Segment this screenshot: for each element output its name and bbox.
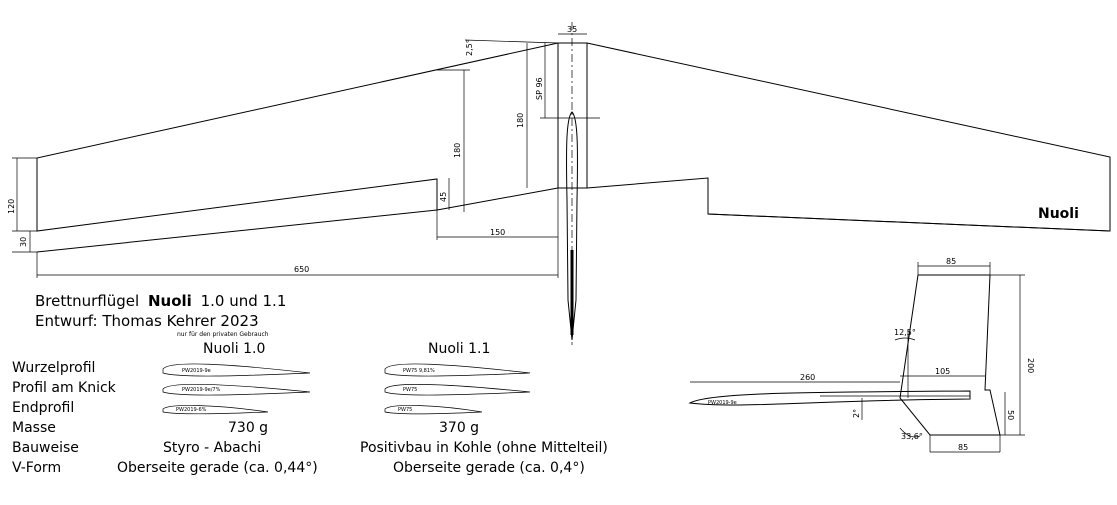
right-wing-outline [586, 42, 1111, 232]
dim-center-width: 35 [567, 25, 577, 34]
title-line1: Brettnurflügel Nuoli 1.0 und 1.1 [35, 292, 286, 310]
fin-profile-label: PW2019-9e [708, 400, 737, 406]
row-label-build: Bauweise [12, 440, 79, 456]
fin-angle-2: 2° [852, 409, 861, 418]
dim-knick-span: 150 [490, 228, 505, 237]
fin-top-width: 85 [946, 257, 956, 266]
airfoil-2-knick [384, 383, 531, 396]
airfoil-1-root-label: PW2019-9e [182, 368, 211, 374]
fin-span-105: 105 [935, 367, 950, 376]
fin-drawing: PW2019-9e 85 200 50 12,5° 260 105 2° 33,… [688, 257, 1035, 453]
dim-sp: SP 96 [535, 77, 544, 100]
dim-sweep-angle: 2,5° [465, 39, 474, 56]
center-section [557, 42, 588, 189]
title-line2: Entwurf: Thomas Kehrer 2023 [35, 312, 259, 330]
airfoil-1-knick-label: PW2019-9e/7% [182, 387, 221, 393]
airfoil-2-end-label: PW75 [398, 407, 412, 413]
dim-sweep-line [464, 39, 559, 44]
airfoil-2-root-label: PW75 9,81% [403, 368, 435, 374]
fin-fuselage [688, 390, 971, 406]
airfoil-2-knick-label: PW75 [403, 387, 417, 393]
dihedral-2: Oberseite gerade (ca. 0,4°) [393, 460, 585, 476]
mass-2: 370 g [439, 420, 479, 436]
fin-angle-bottom-arc [899, 427, 921, 438]
build-2: Positivbau in Kohle (ohne Mittelteil) [360, 440, 608, 456]
dim-tip-chord: 120 [7, 199, 16, 214]
left-trailing-edge [36, 209, 438, 253]
airfoil-1-end [162, 405, 269, 415]
dim-knick-small: 45 [439, 192, 448, 202]
fuselage [566, 111, 578, 341]
dihedral-1: Oberseite gerade (ca. 0,44°) [117, 460, 318, 476]
row-label-knick: Profil am Knick [12, 380, 117, 396]
wing-planform [36, 22, 1111, 345]
wing-label: Nuoli [1038, 206, 1079, 222]
build-1: Styro - Abachi [163, 440, 261, 456]
fin-bottom-width: 85 [958, 443, 968, 452]
airfoil-1-root [162, 363, 311, 377]
left-wing-outline [36, 42, 559, 232]
airfoil-2-root [384, 363, 531, 377]
title-suffix: 1.0 und 1.1 [201, 292, 287, 310]
title-line3: nur für den privaten Gebrauch [177, 331, 269, 338]
row-label-end: Endprofil [12, 400, 74, 416]
dimensions: 35 2,5° SP 96 180 180 45 150 650 120 30 [7, 25, 600, 278]
row-label-dihedral: V-Form [12, 460, 61, 476]
spec-table: Nuoli 1.0 Nuoli 1.1 Wurzelprofil Profil … [12, 341, 608, 476]
dim-tip-small: 30 [19, 237, 28, 247]
fin-angle-top: 12,5° [894, 328, 916, 337]
fin-span-260: 260 [800, 373, 815, 382]
fin-angle-bottom: 33,6° [901, 432, 923, 441]
fin-angle-top-arc [894, 337, 916, 341]
title-name: Nuoli [148, 292, 192, 310]
fin-outline [899, 274, 1001, 436]
row-label-root: Wurzelprofil [12, 360, 95, 376]
title-block: Brettnurflügel Nuoli 1.0 und 1.1 Entwurf… [35, 292, 286, 338]
airfoil-1-end-label: PW2019-6% [176, 407, 207, 413]
row-label-mass: Masse [12, 420, 56, 436]
mass-1: 730 g [228, 420, 268, 436]
table-col1: Nuoli 1.0 [203, 341, 265, 357]
dim-root-chord: 180 [516, 113, 525, 128]
title-prefix: Brettnurflügel [35, 292, 139, 310]
fin-height: 200 [1026, 358, 1035, 373]
dim-knick-chord: 180 [453, 143, 462, 158]
dim-half-span: 650 [294, 265, 309, 274]
airfoil-1-knick [162, 383, 311, 396]
table-col2: Nuoli 1.1 [428, 341, 490, 357]
right-trailing-edge [707, 213, 1111, 232]
fin-height-50: 50 [1006, 410, 1015, 420]
airfoil-2-end [384, 405, 483, 415]
